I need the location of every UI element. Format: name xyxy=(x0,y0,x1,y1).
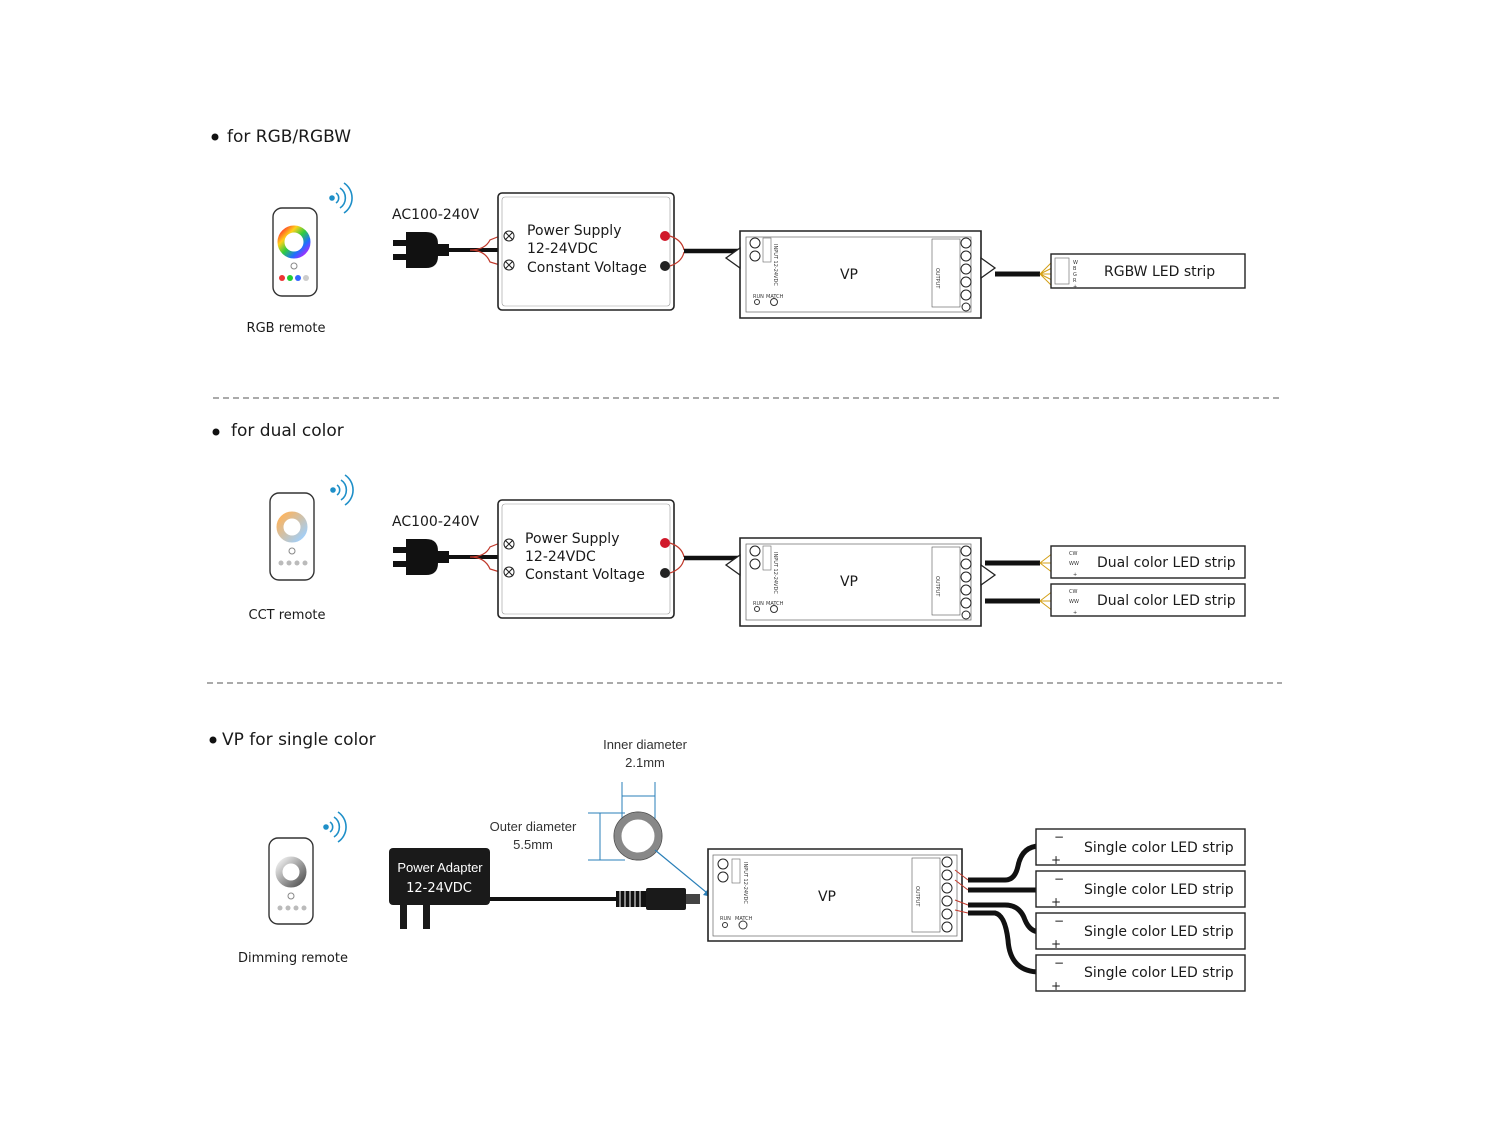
power-supply-box: Power Supply 12-24VDC Constant Voltage xyxy=(497,499,675,619)
section-dual-color: for dual color CCT remote AC100-240V xyxy=(212,421,1246,627)
vp-controller: INPUT 12-24VDC RUN MATCH VP OUTPUT xyxy=(707,848,963,942)
pin-ww: WW xyxy=(1069,561,1079,567)
negative-terminal xyxy=(660,261,670,271)
psu-line-2: 12-24VDC xyxy=(525,549,596,565)
vp-controller: INPUT 12-24VDC RUN MATCH VP OUTPUT xyxy=(724,537,997,627)
remote-label: CCT remote xyxy=(249,608,326,623)
run-tag: RUN xyxy=(720,916,731,922)
wireless-signal-icon xyxy=(323,811,347,843)
section-single-color: VP for single color Dimming remote Inner… xyxy=(209,730,1246,993)
rgbw-led-strip: W B G R + RGBW LED strip xyxy=(1050,253,1246,290)
pin-plus: + xyxy=(1051,853,1061,867)
section-heading: for RGB/RGBW xyxy=(227,127,351,147)
dc-plug-icon xyxy=(616,888,700,910)
inner-diameter-value: 2.1mm xyxy=(625,755,665,770)
strip-label: RGBW LED strip xyxy=(1104,264,1215,280)
remote-label: RGB remote xyxy=(247,321,326,336)
strip-label: Single color LED strip xyxy=(1084,924,1234,940)
strip-label: Single color LED strip xyxy=(1084,965,1234,981)
adapter-line-2: 12-24VDC xyxy=(406,881,472,896)
remote-label: Dimming remote xyxy=(238,951,348,966)
psu-line-3: Constant Voltage xyxy=(527,260,647,276)
wireless-signal-icon xyxy=(329,182,353,214)
input-voltage-label: AC100-240V xyxy=(392,514,480,530)
pin-plus: + xyxy=(1073,572,1077,578)
dual-color-led-strip: CW WW + Dual color LED strip xyxy=(1050,545,1246,579)
inner-diameter-label: Inner diameter xyxy=(603,737,687,752)
psu-line-3: Constant Voltage xyxy=(525,567,645,583)
power-adapter: Power Adapter 12-24VDC xyxy=(389,848,616,929)
pin-r: R xyxy=(1073,278,1077,284)
single-color-led-strip: − + Single color LED strip xyxy=(1035,954,1246,993)
pin-cw: CW xyxy=(1069,551,1077,557)
controller-label: VP xyxy=(840,267,858,283)
pin-minus: − xyxy=(1054,956,1064,970)
pin-ww: WW xyxy=(1069,599,1079,605)
pin-plus: + xyxy=(1073,284,1077,290)
adapter-line-1: Power Adapter xyxy=(397,860,483,875)
positive-terminal xyxy=(660,538,670,548)
ac-plug-icon xyxy=(393,539,500,575)
bullet-icon xyxy=(211,133,219,141)
controller-label: VP xyxy=(818,889,836,905)
input-voltage-label: AC100-240V xyxy=(392,207,480,223)
match-tag: MATCH xyxy=(766,601,784,607)
run-tag: RUN xyxy=(753,294,764,300)
section-rgb: for RGB/RGBW RGB remote AC100-240V xyxy=(211,127,1246,336)
vp-controller: INPUT 12-24VDC RUN MATCH VP OUTPUT xyxy=(724,230,997,319)
pin-minus: − xyxy=(1054,830,1064,844)
pin-plus: + xyxy=(1073,610,1077,616)
strip-label: Dual color LED strip xyxy=(1097,555,1236,571)
power-supply-box: Power Supply 12-24VDC Constant Voltage xyxy=(497,192,675,311)
strip-label: Single color LED strip xyxy=(1084,840,1234,856)
single-color-led-strip: − + Single color LED strip xyxy=(1035,828,1246,867)
wireless-signal-icon xyxy=(330,474,354,506)
outer-diameter-label: Outer diameter xyxy=(490,819,577,834)
psu-line-1: Power Supply xyxy=(527,223,622,239)
output-tag: OUTPUT xyxy=(914,886,920,907)
pin-b: B xyxy=(1073,266,1077,272)
input-tag: INPUT 12-24VDC xyxy=(742,862,748,904)
bullet-icon xyxy=(209,736,217,744)
psu-line-2: 12-24VDC xyxy=(527,241,598,257)
output-tag: OUTPUT xyxy=(934,268,940,289)
psu-line-1: Power Supply xyxy=(525,531,620,547)
pin-plus: + xyxy=(1051,895,1061,909)
section-heading: for dual color xyxy=(231,421,344,441)
positive-terminal xyxy=(660,231,670,241)
dc-jack-icon xyxy=(588,782,713,898)
ac-plug-icon xyxy=(393,232,500,268)
strip-label: Dual color LED strip xyxy=(1097,593,1236,609)
output-tag: OUTPUT xyxy=(934,576,940,597)
rgb-remote-icon xyxy=(272,207,318,297)
strip-label: Single color LED strip xyxy=(1084,882,1234,898)
controller-label: VP xyxy=(840,574,858,590)
input-tag: INPUT 12-24VDC xyxy=(772,244,778,286)
match-tag: MATCH xyxy=(735,916,753,922)
single-color-led-strip: − + Single color LED strip xyxy=(1035,912,1246,951)
section-heading: VP for single color xyxy=(222,730,376,750)
input-tag: INPUT 12-24VDC xyxy=(772,552,778,594)
cct-remote-icon xyxy=(269,492,315,581)
match-tag: MATCH xyxy=(766,294,784,300)
output-cables xyxy=(968,843,1041,975)
run-tag: RUN xyxy=(753,601,764,607)
pin-plus: + xyxy=(1051,979,1061,993)
dimming-remote-icon xyxy=(268,837,314,925)
pin-w: W xyxy=(1073,260,1078,266)
pin-plus: + xyxy=(1051,937,1061,951)
outer-diameter-value: 5.5mm xyxy=(513,837,553,852)
bullet-icon xyxy=(212,428,220,436)
pin-g: G xyxy=(1073,272,1077,278)
negative-terminal xyxy=(660,568,670,578)
pin-cw: CW xyxy=(1069,589,1077,595)
pin-minus: − xyxy=(1054,914,1064,928)
single-color-led-strip: − + Single color LED strip xyxy=(1035,870,1246,909)
dual-color-led-strip: CW WW + Dual color LED strip xyxy=(1050,583,1246,617)
pin-minus: − xyxy=(1054,872,1064,886)
